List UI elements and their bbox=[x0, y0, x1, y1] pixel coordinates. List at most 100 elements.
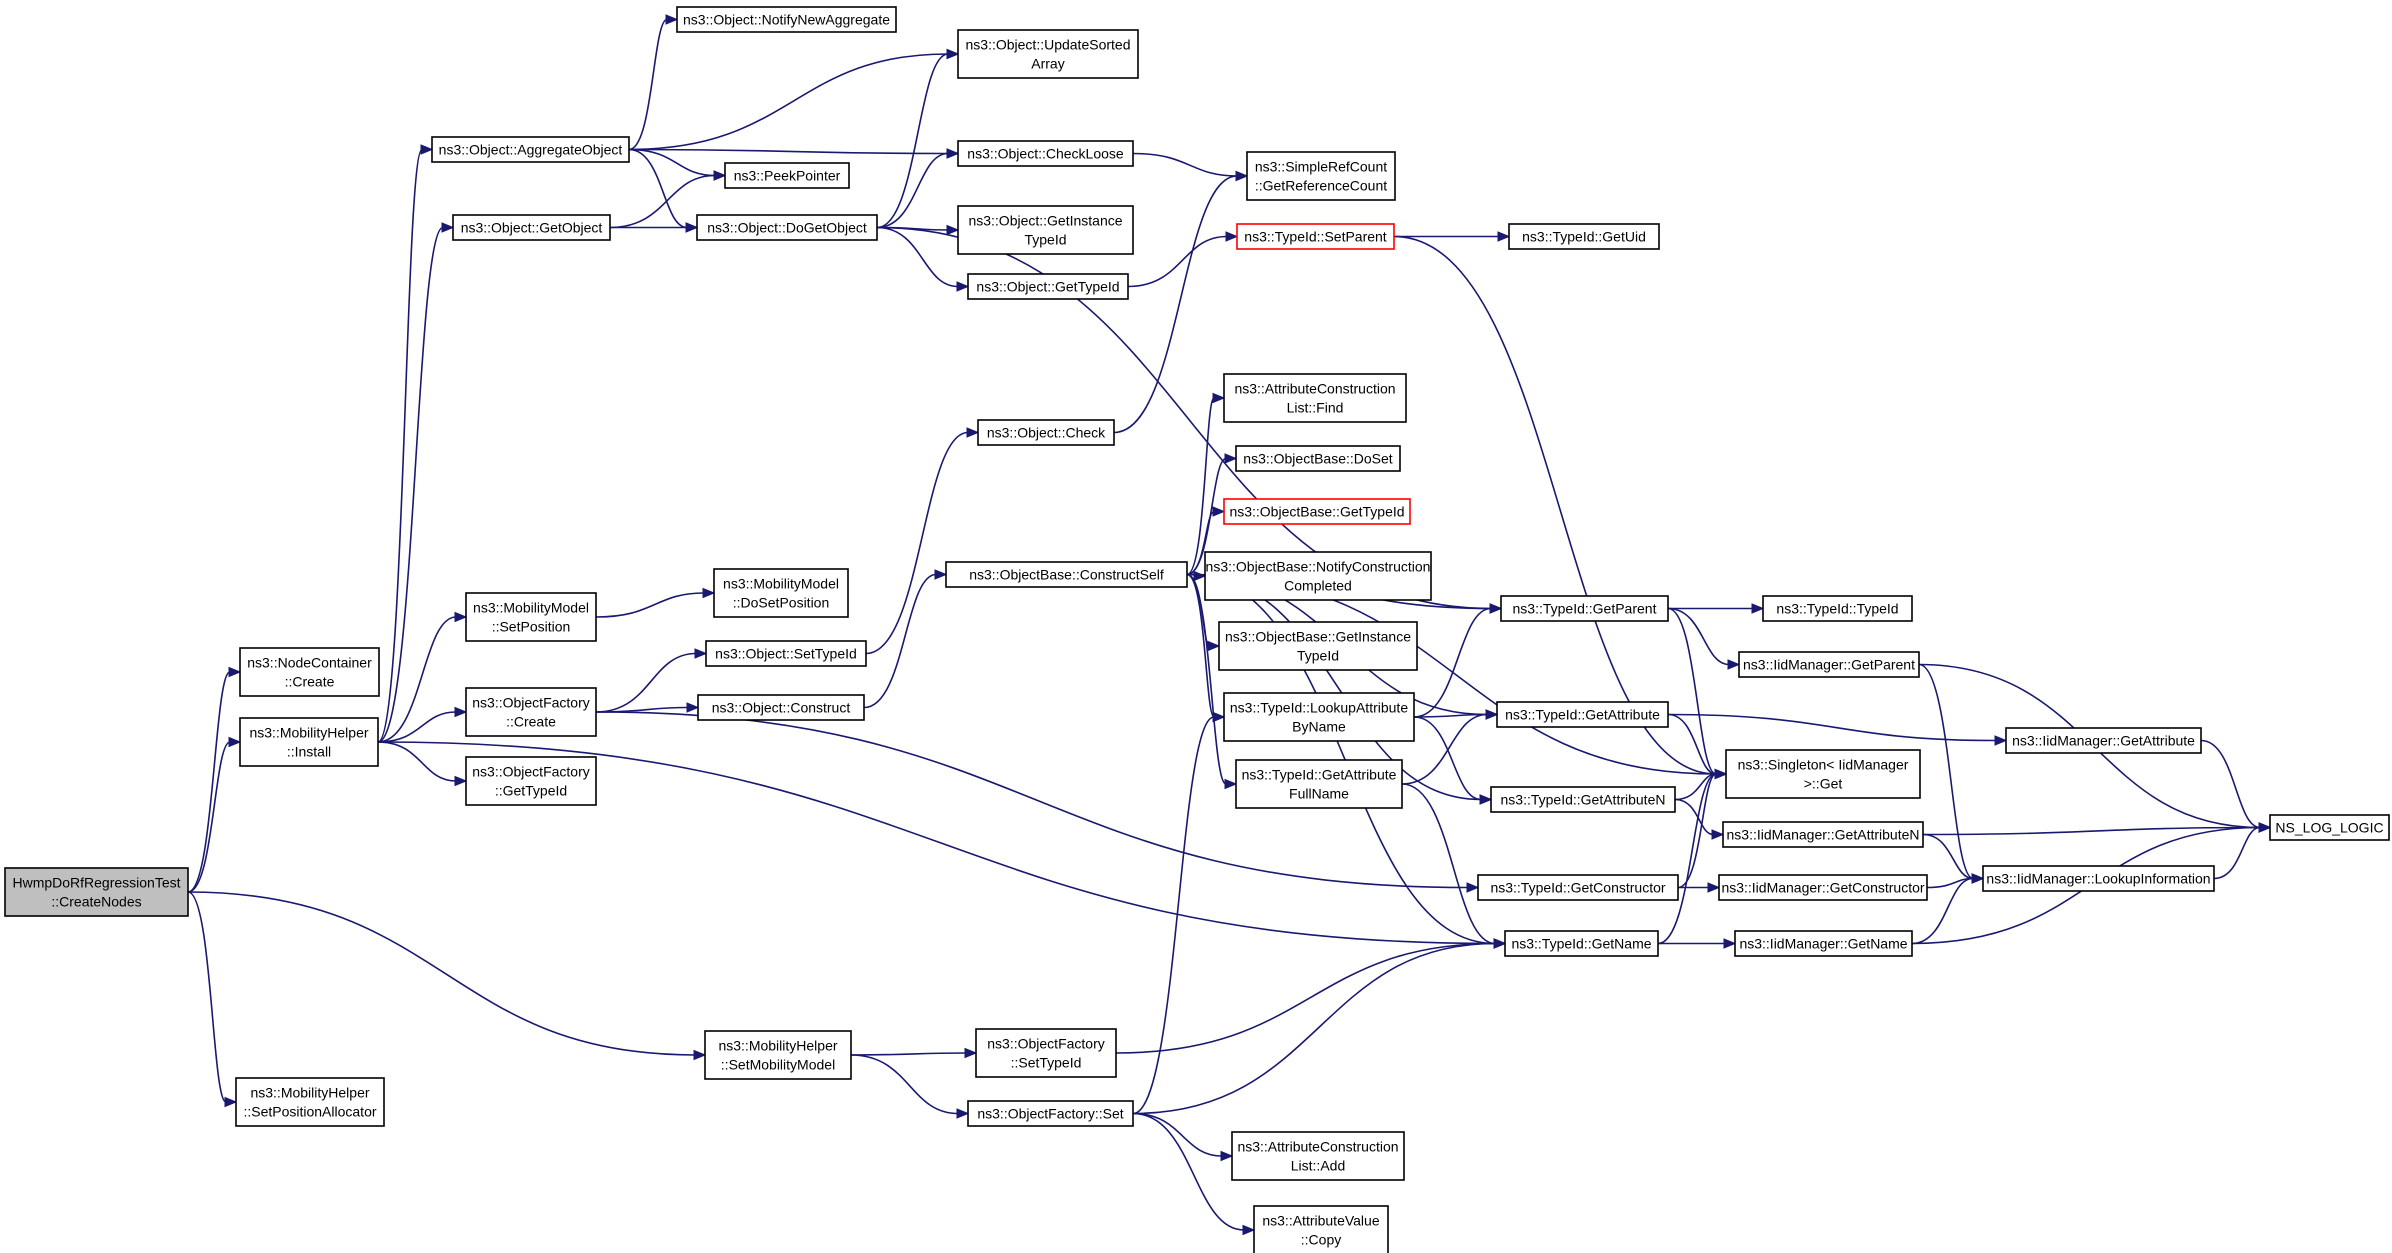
node-mm-setpos[interactable]: ns3::MobilityModel::SetPosition bbox=[465, 592, 597, 642]
edge-arrowhead bbox=[686, 702, 700, 713]
node-box bbox=[465, 687, 597, 737]
edge-line bbox=[1132, 1112, 1245, 1231]
node-ob-gettid[interactable]: ns3::ObjectBase::GetTypeId bbox=[1223, 498, 1411, 525]
node-mm-dosetpos[interactable]: ns3::MobilityModel::DoSetPosition bbox=[713, 568, 849, 618]
node-iid-getname[interactable]: ns3::IidManager::GetName bbox=[1734, 930, 1913, 957]
node-mh-setpos[interactable]: ns3::MobilityHelper::SetPositionAllocato… bbox=[235, 1077, 385, 1127]
function-nodes: HwmpDoRfRegressionTest::CreateNodesns3::… bbox=[4, 6, 2390, 1253]
node-box bbox=[431, 136, 630, 163]
node-tid-setparent[interactable]: ns3::TypeId::SetParent bbox=[1236, 223, 1395, 250]
node-box bbox=[697, 694, 865, 721]
edge-obj-aggregate-to-obj-updatesorted bbox=[628, 48, 960, 151]
node-iid-getconstructor[interactable]: ns3::IidManager::GetConstructor bbox=[1718, 874, 1928, 901]
edge-tid-getattrn-to-iid-getattrn bbox=[1674, 798, 1725, 840]
node-label: ns3::IidManager::GetAttribute bbox=[2012, 733, 2195, 749]
edge-obj-settid-to-obj-check bbox=[865, 427, 980, 655]
node-ob-constructself[interactable]: ns3::ObjectBase::ConstructSelf bbox=[945, 561, 1188, 588]
edge-line bbox=[1186, 573, 1215, 718]
node-tid-getparent[interactable]: ns3::TypeId::GetParent bbox=[1500, 595, 1669, 622]
edge-tid-getattr-to-singleton-get bbox=[1667, 713, 1728, 780]
node-mh-install[interactable]: ns3::MobilityHelper::Install bbox=[239, 717, 379, 767]
node-iid-lookupinfo[interactable]: ns3::IidManager::LookupInformation bbox=[1982, 865, 2215, 892]
node-tid-getattr[interactable]: ns3::TypeId::GetAttribute bbox=[1496, 701, 1669, 728]
edge-arrowhead bbox=[454, 706, 468, 718]
node-box bbox=[967, 273, 1129, 300]
node-iid-getparent[interactable]: ns3::IidManager::GetParent bbox=[1738, 651, 1920, 678]
node-tid-getuid[interactable]: ns3::TypeId::GetUid bbox=[1508, 223, 1660, 250]
node-tid-getattrn[interactable]: ns3::TypeId::GetAttributeN bbox=[1490, 786, 1676, 813]
node-label: ::Create bbox=[506, 714, 556, 730]
node-box bbox=[676, 6, 897, 33]
edge-mh-install-to-of-gettid bbox=[377, 741, 468, 787]
node-label: TypeId bbox=[1297, 648, 1339, 664]
node-label: ns3::MobilityHelper bbox=[718, 1038, 837, 1054]
node-of-set[interactable]: ns3::ObjectFactory::Set bbox=[967, 1100, 1134, 1127]
edge-root-to-mh-setmob bbox=[187, 891, 707, 1061]
node-ns-log-logic[interactable]: NS_LOG_LOGIC bbox=[2269, 814, 2390, 841]
node-obj-notify[interactable]: ns3::Object::NotifyNewAggregate bbox=[676, 6, 897, 33]
node-peekptr[interactable]: ns3::PeekPointer bbox=[724, 162, 850, 189]
node-label: ns3::ObjectBase::DoSet bbox=[1243, 451, 1393, 467]
node-obj-gettid[interactable]: ns3::Object::GetTypeId bbox=[967, 273, 1129, 300]
edge-obj-dogetobject-to-obj-updatesorted bbox=[876, 48, 960, 229]
node-obj-construct[interactable]: ns3::Object::Construct bbox=[697, 694, 865, 721]
node-mh-setmob[interactable]: ns3::MobilityHelper::SetMobilityModel bbox=[704, 1030, 852, 1080]
node-iid-getattr[interactable]: ns3::IidManager::GetAttribute bbox=[2005, 727, 2202, 754]
node-box bbox=[975, 1028, 1117, 1078]
node-box bbox=[465, 756, 597, 806]
node-label: ns3::IidManager::GetParent bbox=[1743, 657, 1915, 673]
node-label: ns3::MobilityHelper bbox=[250, 1085, 369, 1101]
node-tid-getname[interactable]: ns3::TypeId::GetName bbox=[1504, 930, 1659, 957]
node-box bbox=[1223, 692, 1415, 742]
edge-arrowhead bbox=[693, 1049, 707, 1061]
node-obj-dogetobject[interactable]: ns3::Object::DoGetObject bbox=[696, 214, 878, 241]
node-nc-create[interactable]: ns3::NodeContainer::Create bbox=[239, 647, 380, 697]
node-ob-doset[interactable]: ns3::ObjectBase::DoSet bbox=[1235, 445, 1401, 472]
node-root[interactable]: HwmpDoRfRegressionTest::CreateNodes bbox=[4, 867, 189, 917]
node-of-settid[interactable]: ns3::ObjectFactory::SetTypeId bbox=[975, 1028, 1117, 1078]
node-obj-settid[interactable]: ns3::Object::SetTypeId bbox=[705, 640, 867, 667]
edge-tid-getname-to-singleton-get bbox=[1657, 768, 1728, 945]
node-tid-typeid[interactable]: ns3::TypeId::TypeId bbox=[1762, 595, 1913, 622]
edge-arrowhead bbox=[1751, 603, 1765, 614]
node-iid-getattrn[interactable]: ns3::IidManager::GetAttributeN bbox=[1722, 821, 1924, 848]
edge-arrowhead bbox=[1971, 873, 1985, 884]
node-tid-getconstructor[interactable]: ns3::TypeId::GetConstructor bbox=[1477, 874, 1679, 901]
node-obj-check[interactable]: ns3::Object::Check bbox=[977, 419, 1115, 446]
edge-arrowhead bbox=[1224, 778, 1238, 790]
node-label: List::Find bbox=[1287, 400, 1344, 416]
node-box bbox=[1725, 749, 1921, 799]
node-av-copy[interactable]: ns3::AttributeValue::Copy bbox=[1253, 1205, 1389, 1253]
edge-arrowhead bbox=[665, 14, 679, 25]
node-obj-checkloose[interactable]: ns3::Object::CheckLoose bbox=[957, 140, 1134, 167]
edge-line bbox=[1911, 877, 1974, 945]
edge-arrowhead bbox=[1242, 1224, 1256, 1236]
node-box bbox=[704, 1030, 852, 1080]
edge-arrowhead bbox=[1485, 709, 1499, 720]
node-of-gettid[interactable]: ns3::ObjectFactory::GetTypeId bbox=[465, 756, 597, 806]
edge-arrowhead bbox=[934, 569, 948, 580]
node-label: ns3::Object::GetInstance bbox=[968, 213, 1122, 229]
node-src-getrefcount[interactable]: ns3::SimpleRefCount::GetReferenceCount bbox=[1246, 151, 1396, 201]
node-obj-aggregate[interactable]: ns3::Object::AggregateObject bbox=[431, 136, 630, 163]
node-of-create[interactable]: ns3::ObjectFactory::Create bbox=[465, 687, 597, 737]
edge-line bbox=[1667, 607, 1730, 666]
edge-arrowhead bbox=[1235, 170, 1249, 182]
node-ob-notifyconstr[interactable]: ns3::ObjectBase::NotifyConstructionCompl… bbox=[1204, 551, 1432, 601]
edge-arrowhead bbox=[702, 587, 716, 599]
edge-line bbox=[595, 592, 705, 618]
node-label: ns3::PeekPointer bbox=[734, 168, 841, 184]
node-label: ns3::IidManager::GetConstructor bbox=[1721, 880, 1924, 896]
node-box bbox=[1204, 551, 1432, 601]
edge-line bbox=[1413, 607, 1492, 718]
edge-line bbox=[1413, 713, 1488, 718]
node-singleton-get[interactable]: ns3::Singleton< IidManager>::Get bbox=[1725, 749, 1921, 799]
node-obj-getobject[interactable]: ns3::Object::GetObject bbox=[452, 214, 611, 241]
